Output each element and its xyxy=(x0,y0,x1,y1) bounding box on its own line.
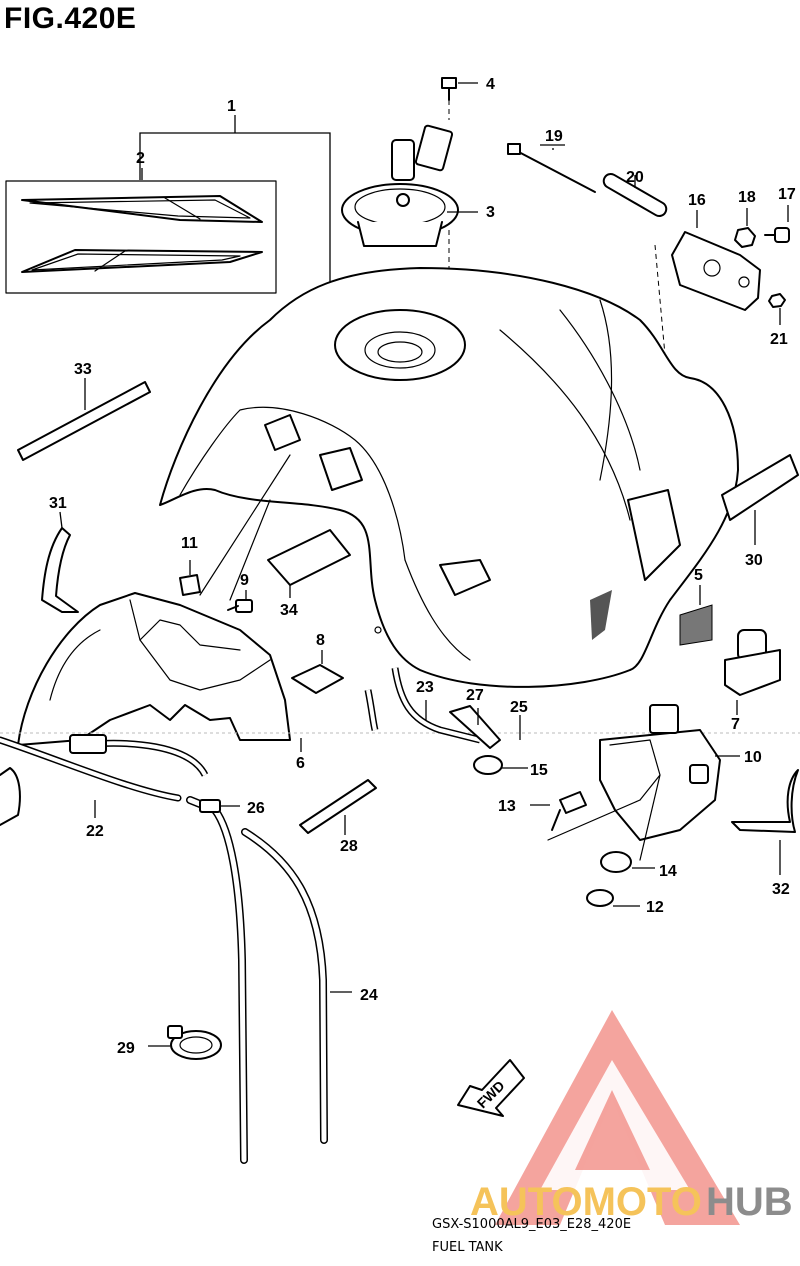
callout-23: 23 xyxy=(416,679,434,696)
callout-25: 25 xyxy=(510,699,528,716)
breather-parts xyxy=(299,667,521,835)
callout-13: 13 xyxy=(498,798,516,815)
callout-33: 33 xyxy=(74,361,92,378)
callout-3: 3 xyxy=(486,204,495,221)
watermark-brand-1: AUTOMOTO xyxy=(470,1180,702,1224)
callout-4: 4 xyxy=(486,76,495,93)
callout-19: 19 xyxy=(545,128,563,145)
callout-2: 2 xyxy=(136,150,145,167)
fuel-cap-part xyxy=(341,77,478,330)
callout-34: 34 xyxy=(280,602,298,619)
decal-part-30 xyxy=(721,454,799,545)
callout-27: 27 xyxy=(466,687,484,704)
callout-18: 18 xyxy=(738,189,756,206)
callout-5: 5 xyxy=(694,567,703,584)
bracket-parts xyxy=(507,143,790,356)
small-parts-8-9-11-34 xyxy=(179,454,351,694)
callout-17: 17 xyxy=(778,186,796,203)
clip-left xyxy=(0,767,21,826)
small-parts-5-7 xyxy=(679,585,781,715)
clip-part-32 xyxy=(731,769,799,875)
callout-16: 16 xyxy=(688,192,706,209)
callout-29: 29 xyxy=(117,1040,135,1057)
callout-20: 20 xyxy=(626,169,644,186)
callout-10: 10 xyxy=(744,749,762,766)
callout-6: 6 xyxy=(296,755,305,772)
hose-parts xyxy=(0,734,352,1164)
callout-32: 32 xyxy=(772,881,790,898)
watermark-brand-2: HUB xyxy=(706,1180,793,1224)
holder-parts xyxy=(473,704,740,907)
callout-14: 14 xyxy=(659,863,677,880)
callout-labels: 1 2 3 4 5 6 7 8 9 10 11 12 13 14 15 16 1… xyxy=(49,76,796,1057)
callout-26: 26 xyxy=(247,800,265,817)
callout-30: 30 xyxy=(745,552,763,569)
callout-24: 24 xyxy=(360,987,378,1004)
callout-21: 21 xyxy=(770,331,788,348)
callout-15: 15 xyxy=(530,762,548,779)
callout-22: 22 xyxy=(86,823,104,840)
callout-11: 11 xyxy=(181,535,198,552)
callout-1: 1 xyxy=(227,98,236,115)
callout-28: 28 xyxy=(340,838,358,855)
callout-8: 8 xyxy=(316,632,325,649)
model-code: GSX-S1000AL9_E03_E28_420E xyxy=(432,1217,632,1232)
figure-caption: FUEL TANK xyxy=(432,1240,503,1255)
figure-title: FIG.420E xyxy=(4,2,137,35)
fwd-arrow: FWD xyxy=(457,1059,525,1117)
clip-part-31 xyxy=(41,511,79,613)
callout-31: 31 xyxy=(49,495,67,512)
callout-7: 7 xyxy=(731,716,740,733)
watermark-logo: AUTOMOTO HUB xyxy=(470,1010,793,1225)
fuel-tank-body xyxy=(159,267,739,688)
strip-part-33 xyxy=(17,378,151,461)
decal-set-part xyxy=(5,115,331,300)
callout-12: 12 xyxy=(646,899,664,916)
callout-9: 9 xyxy=(240,572,249,589)
